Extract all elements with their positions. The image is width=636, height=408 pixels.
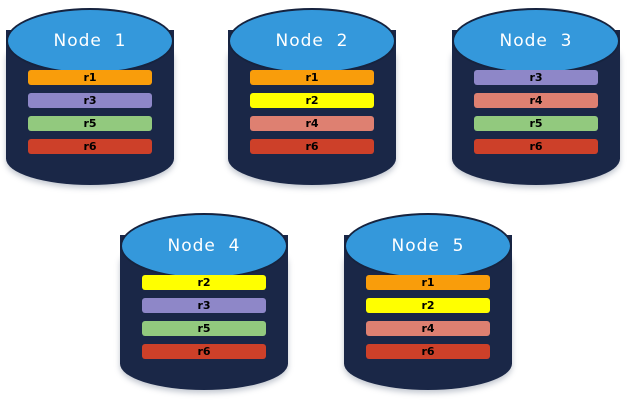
replica-stack: r2 r3 r5 r6 xyxy=(142,275,266,359)
cylinder-top-disc xyxy=(344,213,512,279)
replica-bar-r1[interactable]: r1 xyxy=(28,70,152,85)
replica-bar-r2[interactable]: r2 xyxy=(250,93,374,108)
replica-bar-r1[interactable]: r1 xyxy=(250,70,374,85)
replica-bar-r6[interactable]: r6 xyxy=(366,344,490,359)
replica-bar-r6[interactable]: r6 xyxy=(250,139,374,154)
replica-bar-r1[interactable]: r1 xyxy=(366,275,490,290)
replica-bar-r4[interactable]: r4 xyxy=(474,93,598,108)
replica-bar-r6[interactable]: r6 xyxy=(142,344,266,359)
replica-bar-r5[interactable]: r5 xyxy=(474,116,598,131)
replica-bar-r2[interactable]: r2 xyxy=(366,298,490,313)
replica-bar-r5[interactable]: r5 xyxy=(28,116,152,131)
replica-stack: r3 r4 r5 r6 xyxy=(474,70,598,154)
replica-bar-r3[interactable]: r3 xyxy=(474,70,598,85)
cylinder-top-disc xyxy=(228,8,396,74)
replica-bar-r4[interactable]: r4 xyxy=(250,116,374,131)
cylinder-top-disc xyxy=(452,8,620,74)
replica-bar-r6[interactable]: r6 xyxy=(28,139,152,154)
replica-bar-r2[interactable]: r2 xyxy=(142,275,266,290)
replica-bar-r4[interactable]: r4 xyxy=(366,321,490,336)
replica-stack: r1 r3 r5 r6 xyxy=(28,70,152,154)
replica-bar-r3[interactable]: r3 xyxy=(142,298,266,313)
replica-bar-r6[interactable]: r6 xyxy=(474,139,598,154)
replica-stack: r1 r2 r4 r6 xyxy=(366,275,490,359)
cylinder-top-disc xyxy=(120,213,288,279)
replica-stack: r1 r2 r4 r6 xyxy=(250,70,374,154)
replica-bar-r3[interactable]: r3 xyxy=(28,93,152,108)
cylinder-top-disc xyxy=(6,8,174,74)
replica-bar-r5[interactable]: r5 xyxy=(142,321,266,336)
